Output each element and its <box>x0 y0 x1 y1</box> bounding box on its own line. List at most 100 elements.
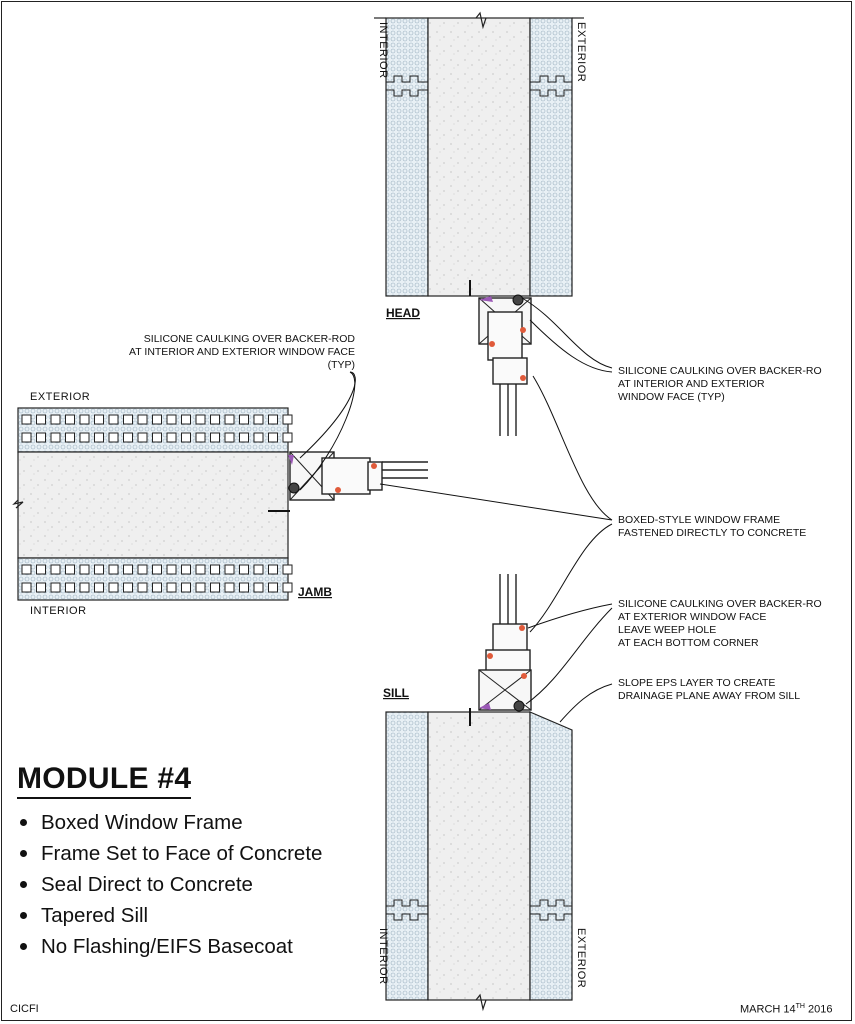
eps-tie-slot <box>94 432 104 443</box>
svg-text:SILICONE CAULKING OVER BACKER-: SILICONE CAULKING OVER BACKER-RO <box>618 598 822 610</box>
eps-tie-slot <box>224 564 235 575</box>
eps-tie-slot <box>21 414 32 425</box>
eps-tie-slot <box>253 414 264 425</box>
head-exterior-eps <box>529 17 573 297</box>
bullet-dot-icon <box>20 850 27 857</box>
sill-exterior-eps-tapered <box>529 711 573 1001</box>
head-exterior-interlock <box>529 75 573 97</box>
svg-text:(TYP): (TYP) <box>328 359 355 371</box>
sill-exterior-interlock <box>529 899 573 921</box>
bullet-item: Boxed Window Frame <box>17 807 322 838</box>
svg-text:BOXED-STYLE WINDOW FRAME: BOXED-STYLE WINDOW FRAME <box>618 514 780 526</box>
eps-tie-slot <box>50 582 61 593</box>
svg-text:AT INTERIOR AND EXTERIOR: AT INTERIOR AND EXTERIOR <box>618 378 765 390</box>
eps-tie-slot <box>137 414 148 425</box>
eps-tie-slot <box>50 564 61 575</box>
svg-text:LEAVE WEEP HOLE: LEAVE WEEP HOLE <box>618 624 716 636</box>
jamb-interior-eps <box>17 557 289 601</box>
eps-tie-slot <box>166 414 177 425</box>
jamb-concrete-core <box>17 451 289 559</box>
eps-tie-slot <box>21 582 32 593</box>
svg-text:FASTENED DIRECTLY TO CONCRETE: FASTENED DIRECTLY TO CONCRETE <box>618 527 806 539</box>
eps-tie-slot <box>210 564 220 575</box>
sill-interior-label: INTERIOR <box>377 928 389 985</box>
bullet-dot-icon <box>20 819 27 826</box>
eps-tie-slot <box>108 432 119 443</box>
eps-tie-slot <box>166 564 177 575</box>
eps-tie-slot <box>166 432 177 443</box>
head-break-line <box>475 11 487 30</box>
head-caulk-callout: SILICONE CAULKING OVER BACKER-RO AT INTE… <box>521 297 822 403</box>
eps-tie-slot <box>36 432 46 443</box>
eps-tie-slot <box>137 432 148 443</box>
jamb-interior-label: INTERIOR <box>30 605 87 617</box>
eps-tie-slot <box>224 432 235 443</box>
eps-tie-slot <box>79 414 90 425</box>
head-detail <box>374 11 584 436</box>
eps-tie-slot <box>123 582 133 593</box>
eps-tie-slot <box>79 564 90 575</box>
eps-tie-slot <box>108 564 119 575</box>
jamb-interior-ties <box>21 564 293 593</box>
eps-tie-slot <box>152 414 162 425</box>
head-window-frame <box>469 280 532 436</box>
footer-organization: CICFI <box>10 1003 39 1015</box>
eps-tie-slot <box>210 582 220 593</box>
frame-callout: BOXED-STYLE WINDOW FRAME FASTENED DIRECT… <box>379 375 806 633</box>
svg-text:AT EXTERIOR WINDOW FACE: AT EXTERIOR WINDOW FACE <box>618 611 766 623</box>
jamb-caulk-callout: SILICONE CAULKING OVER BACKER-ROD AT INT… <box>129 333 356 491</box>
sill-concrete-core <box>427 711 531 1001</box>
eps-tie-slot <box>21 564 32 575</box>
eps-tie-slot <box>224 582 235 593</box>
eps-tie-slot <box>36 564 46 575</box>
eps-tie-slot <box>94 564 104 575</box>
module-bullet-list: Boxed Window Frame Frame Set to Face of … <box>17 807 322 962</box>
eps-tie-slot <box>268 582 278 593</box>
svg-text:WINDOW FACE (TYP): WINDOW FACE (TYP) <box>618 391 725 403</box>
eps-tie-slot <box>210 414 220 425</box>
bullet-item: Tapered Sill <box>17 900 322 931</box>
eps-tie-slot <box>50 432 61 443</box>
eps-tie-slot <box>282 432 293 443</box>
eps-tie-slot <box>195 564 206 575</box>
eps-tie-slot <box>253 582 264 593</box>
head-section-title: HEAD <box>386 306 420 320</box>
bullet-item: Seal Direct to Concrete <box>17 869 322 900</box>
eps-tie-slot <box>181 414 191 425</box>
eps-tie-slot <box>79 582 90 593</box>
eps-tie-slot <box>268 414 278 425</box>
eps-tie-slot <box>94 582 104 593</box>
eps-tie-slot <box>239 564 249 575</box>
eps-tie-slot <box>253 564 264 575</box>
eps-tie-slot <box>21 432 32 443</box>
eps-tie-slot <box>65 414 75 425</box>
jamb-section-title: JAMB <box>298 585 332 599</box>
eps-tie-slot <box>152 432 162 443</box>
slope-callout: SLOPE EPS LAYER TO CREATE DRAINAGE PLANE… <box>559 677 800 723</box>
bullet-dot-icon <box>20 912 27 919</box>
eps-tie-slot <box>195 582 206 593</box>
svg-text:AT EACH BOTTOM CORNER: AT EACH BOTTOM CORNER <box>618 637 759 649</box>
eps-tie-slot <box>50 414 61 425</box>
eps-tie-slot <box>181 582 191 593</box>
head-interior-label: INTERIOR <box>377 22 389 79</box>
sill-detail <box>385 574 573 1012</box>
eps-tie-slot <box>94 414 104 425</box>
eps-tie-slot <box>65 582 75 593</box>
eps-tie-slot <box>152 564 162 575</box>
eps-tie-slot <box>137 564 148 575</box>
bullet-item: No Flashing/EIFS Basecoat <box>17 931 322 962</box>
sill-section-title: SILL <box>383 686 409 700</box>
sill-break-line <box>475 993 487 1012</box>
jamb-break-line <box>12 499 24 509</box>
eps-tie-slot <box>181 432 191 443</box>
eps-tie-slot <box>181 564 191 575</box>
eps-tie-slot <box>137 582 148 593</box>
bullet-dot-icon <box>20 881 27 888</box>
eps-tie-slot <box>123 414 133 425</box>
eps-tie-slot <box>65 564 75 575</box>
svg-text:SLOPE EPS LAYER TO CREATE: SLOPE EPS LAYER TO CREATE <box>618 677 775 689</box>
eps-tie-slot <box>239 582 249 593</box>
eps-tie-slot <box>210 432 220 443</box>
